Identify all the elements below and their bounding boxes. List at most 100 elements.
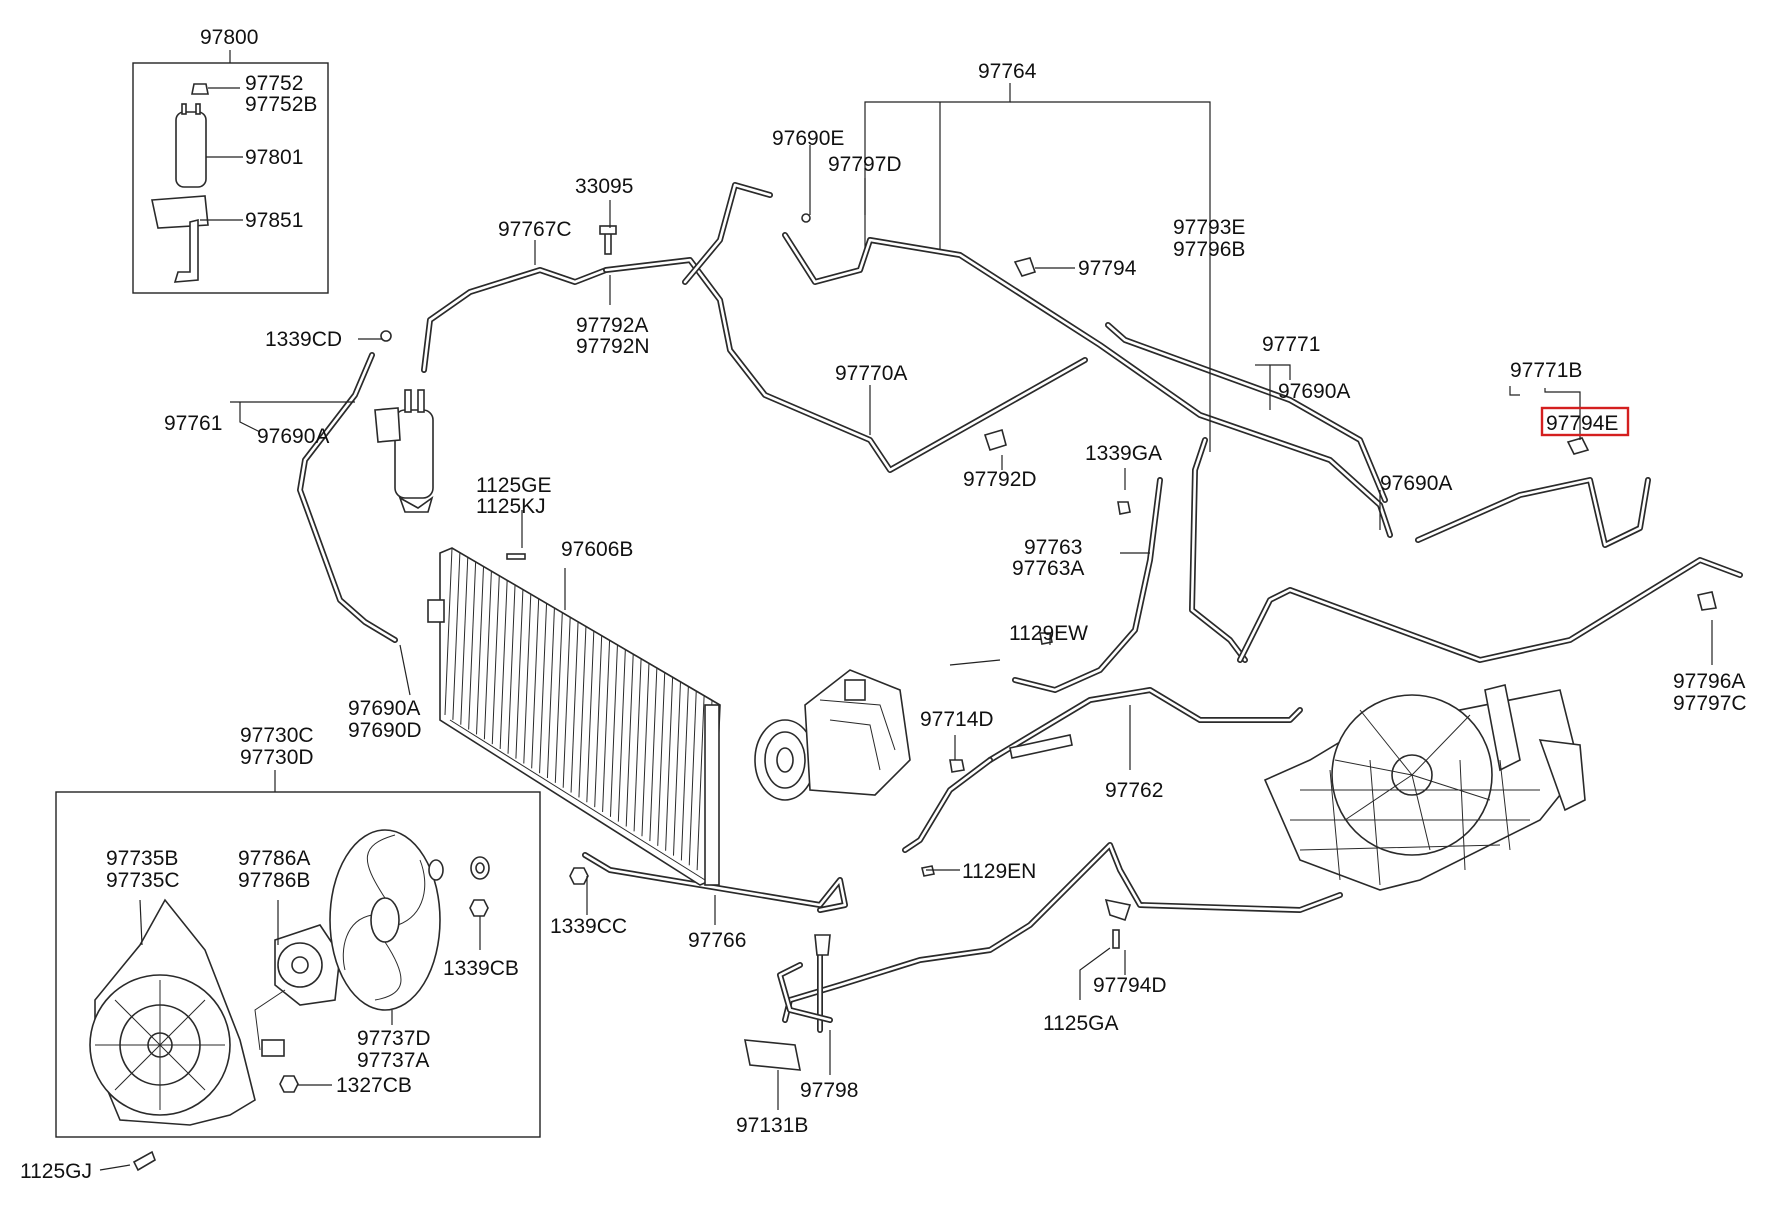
label-97752B: 97752B bbox=[245, 93, 317, 116]
label-97735B: 97735B bbox=[106, 847, 178, 870]
label-97786A: 97786A bbox=[238, 847, 310, 870]
label-1125GE: 1125GE bbox=[476, 474, 552, 497]
condenser-fin bbox=[562, 617, 571, 788]
clips-and-bolts bbox=[380, 213, 1717, 1071]
leader-lines bbox=[99, 50, 1713, 1171]
condenser-fin bbox=[696, 695, 705, 871]
label-97792A: 97792A bbox=[576, 314, 648, 337]
label-97690A-right: 97690A bbox=[1380, 472, 1452, 495]
label-97606B: 97606B bbox=[561, 538, 633, 561]
label-97800: 97800 bbox=[200, 26, 258, 49]
condenser-fin bbox=[507, 584, 516, 754]
condenser-fin bbox=[452, 552, 461, 720]
fan-shroud-left bbox=[89, 898, 256, 1126]
condenser-fin bbox=[539, 603, 548, 774]
condenser-fin bbox=[554, 612, 563, 783]
label-97752: 97752 bbox=[245, 72, 303, 95]
radiator-fan-shroud bbox=[1263, 684, 1586, 891]
condenser-fin bbox=[625, 653, 634, 827]
label-1339CD: 1339CD bbox=[265, 328, 342, 351]
label-97767C: 97767C bbox=[498, 218, 572, 241]
condenser-fin bbox=[515, 589, 524, 759]
condenser-fin bbox=[672, 681, 681, 856]
label-97690D: 97690D bbox=[348, 719, 422, 742]
label-97690E: 97690E bbox=[772, 127, 844, 150]
condenser-fin bbox=[688, 690, 697, 866]
label-97771: 97771 bbox=[1262, 333, 1320, 356]
label-97690A-mid: 97690A bbox=[1278, 380, 1350, 403]
label-97797D: 97797D bbox=[828, 153, 902, 176]
label-97714D: 97714D bbox=[920, 708, 994, 731]
label-97763A: 97763A bbox=[1012, 557, 1084, 580]
condenser-fin bbox=[665, 676, 674, 851]
label-97766: 97766 bbox=[688, 929, 746, 952]
condenser-fin bbox=[546, 607, 555, 779]
fan-assembly-group-box bbox=[55, 791, 541, 1138]
label-97764: 97764 bbox=[978, 60, 1037, 83]
label-97798: 97798 bbox=[800, 1079, 858, 1102]
receiver-drier-boxed bbox=[151, 83, 209, 283]
label-97737A: 97737A bbox=[357, 1049, 429, 1072]
label-1125KJ: 1125KJ bbox=[476, 495, 546, 518]
label-97792N: 97792N bbox=[576, 335, 650, 358]
label-97796B: 97796B bbox=[1173, 238, 1245, 261]
label-97730D: 97730D bbox=[240, 746, 314, 769]
label-97737D: 97737D bbox=[357, 1027, 431, 1050]
label-97793E: 97793E bbox=[1173, 216, 1245, 239]
label-97801: 97801 bbox=[245, 146, 303, 169]
condenser-fin bbox=[468, 561, 477, 730]
condenser-fin bbox=[476, 566, 485, 735]
label-1339GA: 1339GA bbox=[1085, 442, 1162, 465]
label-97735C: 97735C bbox=[106, 869, 180, 892]
label-1339CB: 1339CB bbox=[443, 957, 519, 980]
label-1339CC: 1339CC bbox=[550, 915, 627, 938]
refrigerant-pipes bbox=[297, 182, 1743, 1033]
label-1125GA: 1125GA bbox=[1043, 1012, 1119, 1035]
label-97792D: 97792D bbox=[963, 468, 1037, 491]
fan-blade bbox=[329, 829, 441, 1011]
condenser-fin bbox=[649, 667, 658, 842]
condenser-fin bbox=[483, 571, 492, 740]
label-1327CB: 1327CB bbox=[336, 1074, 412, 1097]
label-97794E: 97794E bbox=[1546, 412, 1618, 435]
label-97730C: 97730C bbox=[240, 724, 314, 747]
fan-motor bbox=[254, 924, 341, 1057]
condenser-fin bbox=[633, 658, 642, 832]
label-97786B: 97786B bbox=[238, 869, 310, 892]
label-97131B: 97131B bbox=[736, 1114, 808, 1137]
condenser-fin bbox=[594, 635, 603, 808]
label-97794: 97794 bbox=[1078, 257, 1137, 280]
condenser-fin bbox=[523, 594, 532, 764]
condenser-fin bbox=[444, 547, 453, 716]
washer-and-nut-small-parts bbox=[132, 856, 589, 1172]
condenser-fin bbox=[641, 663, 650, 837]
label-1125GJ: 1125GJ bbox=[20, 1160, 92, 1183]
condenser-fin bbox=[531, 598, 540, 769]
label-97762: 97762 bbox=[1105, 779, 1163, 802]
label-33095: 33095 bbox=[575, 175, 633, 198]
label-97690A-left: 97690A bbox=[257, 425, 329, 448]
label-97796A: 97796A bbox=[1673, 670, 1745, 693]
condenser-fin bbox=[602, 640, 611, 812]
receiver-drier-installed bbox=[374, 389, 434, 513]
condenser-fin bbox=[491, 575, 500, 745]
condenser-fin bbox=[609, 644, 618, 817]
label-97771B: 97771B bbox=[1510, 359, 1582, 382]
label-1129EW: 1129EW bbox=[1009, 622, 1088, 645]
highlight-box bbox=[1540, 406, 1630, 437]
condenser bbox=[427, 547, 721, 886]
condenser-fin bbox=[586, 630, 595, 803]
condenser-fin bbox=[570, 621, 579, 793]
condenser-fin bbox=[460, 557, 469, 725]
part-labels: 97800 97752 97752B 97801 97851 97764 976… bbox=[20, 26, 1747, 1183]
condenser-fin bbox=[680, 686, 689, 861]
condenser-fin bbox=[657, 672, 666, 846]
label-1129EN: 1129EN bbox=[962, 860, 1036, 883]
compressor bbox=[754, 669, 911, 801]
label-97851: 97851 bbox=[245, 209, 303, 232]
label-97761: 97761 bbox=[164, 412, 222, 435]
condenser-fin bbox=[578, 626, 587, 798]
label-97770A: 97770A bbox=[835, 362, 907, 385]
condenser-fin bbox=[499, 580, 508, 749]
